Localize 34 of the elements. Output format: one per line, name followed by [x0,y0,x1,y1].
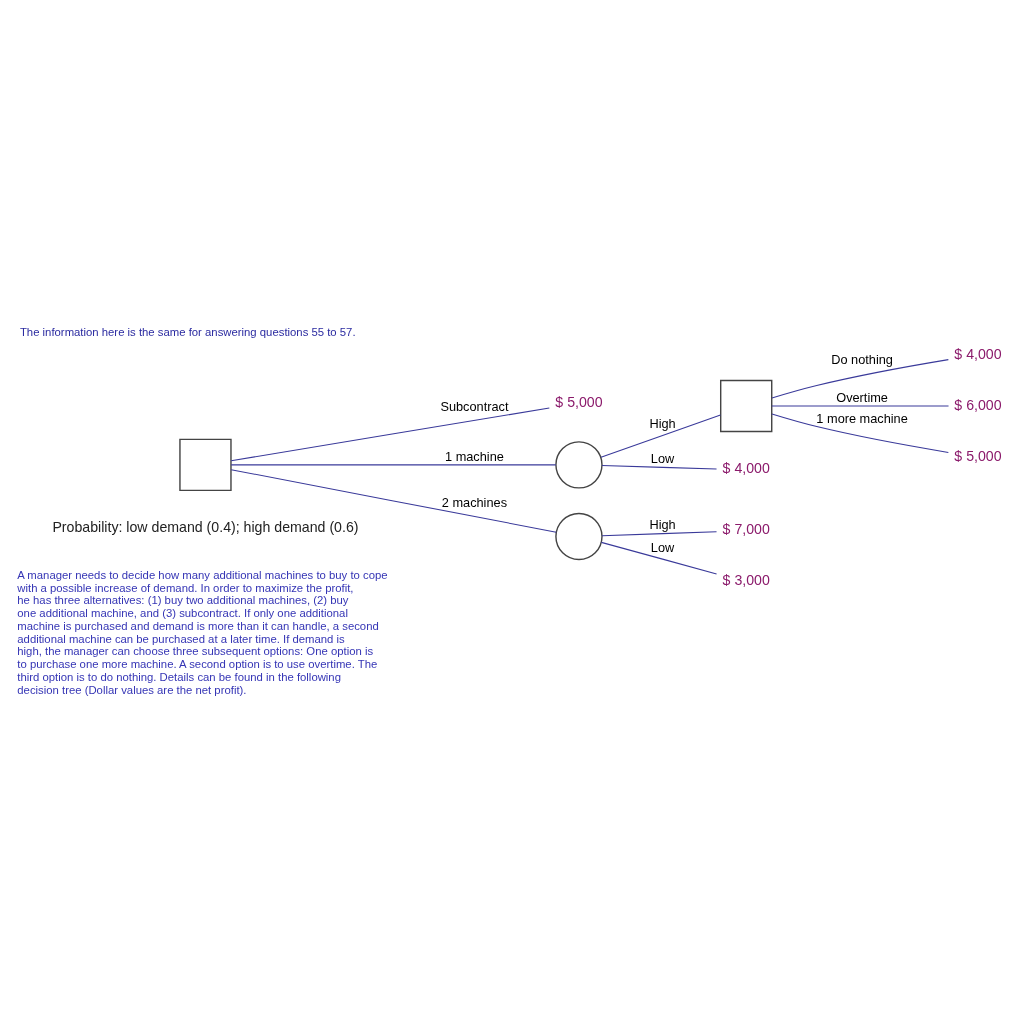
edge-label: High [649,516,676,532]
connector [771,359,949,399]
node-text: $ 5,000 [954,447,1002,464]
edge-label: Overtime [836,390,888,406]
node-text: $ 4,000 [954,345,1002,362]
edge-label: 1 machine [445,448,504,464]
edge-label: High [649,416,676,432]
node-text: $ 3,000 [722,572,770,589]
node-text: $ 4,000 [722,460,770,477]
edge-label: 1 more machine [816,410,908,426]
diagram-title: The information here is the same for answering questions 55 to 57. [19,325,356,338]
connector [230,407,550,462]
node-box [720,379,773,433]
node-text: $ 5,000 [555,393,603,410]
node-box [179,438,232,492]
edge-label: Low [650,451,675,467]
connector [600,414,721,458]
node-text: $ 7,000 [722,521,770,538]
connector [601,531,718,537]
node-text: $ 6,000 [954,396,1002,413]
node-circle [555,512,603,561]
connector [230,464,557,466]
connector [230,469,557,533]
label: A manager needs to decide how many additional machines to buy to cope with a possible increase of demand. In order to maximize the profit, he has three alternatives: (1) buy two additional machines, (2) buy one additional machine, and (3) subcontract. If only one additional machine is purchased and demand is more than it can handle, a second additional machine can be purchased at a later time. If demand is high, the manager can choose three subsequent options: One option is to purchase one more machine. A second option is to use overtime. The third option is to do nothing. Details can be found in the following decision tree (Dollar values are the net profit). [17,568,388,696]
edge-label: Do nothing [831,351,893,367]
node-circle [555,441,603,489]
connector [600,541,718,575]
connector [601,465,718,470]
connector [771,405,950,407]
label: Probability: low demand (0.4); high demand (0.6) [52,519,359,536]
edge-label: 2 machines [441,494,508,510]
connector [771,413,949,453]
edge-label: Subcontract [440,399,509,415]
edge-label: Low [650,540,675,556]
